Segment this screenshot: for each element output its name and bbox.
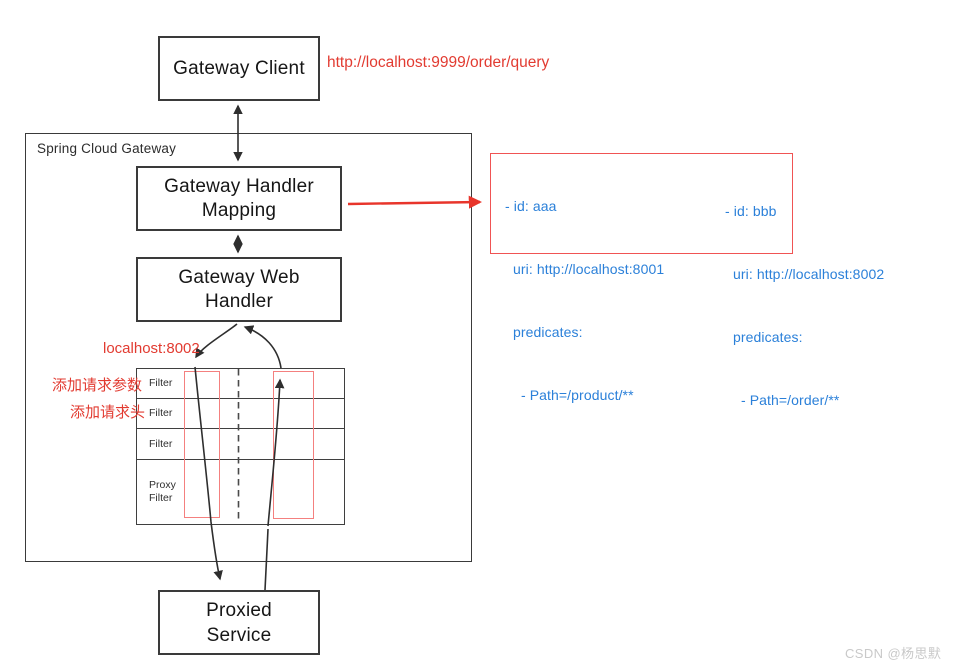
gateway-handler-mapping-node: Gateway Handler Mapping bbox=[136, 166, 342, 231]
forward-host-label: localhost:8002 bbox=[103, 340, 200, 357]
route-config-line: uri: http://localhost:8002 bbox=[725, 266, 885, 282]
filter-row: Filter bbox=[137, 429, 344, 460]
route-config-line: predicates: bbox=[505, 324, 583, 340]
filter-row-label: Filter bbox=[149, 377, 173, 389]
client-request-url: http://localhost:9999/order/query bbox=[327, 54, 550, 71]
watermark: CSDN @杨思默 bbox=[845, 646, 942, 661]
add-request-params-label: 添加请求参数 bbox=[52, 377, 143, 394]
gateway-client-node: Gateway Client bbox=[158, 36, 320, 101]
add-request-header-label: 添加请求头 bbox=[70, 404, 146, 421]
filter-chain-table: Filter Filter Filter Proxy Filter bbox=[136, 368, 345, 525]
route-config-bbb: - id: bbb uri: http://localhost:8002 pre… bbox=[725, 159, 884, 453]
gateway-web-handler-node: Gateway Web Handler bbox=[136, 257, 342, 322]
filter-row-label: Filter bbox=[149, 437, 173, 450]
request-filter-highlight-rect bbox=[184, 371, 220, 518]
gateway-client-label: Gateway Client bbox=[173, 57, 305, 79]
gateway-web-handler-label: Gateway Web Handler bbox=[178, 266, 300, 312]
route-config-box bbox=[490, 153, 793, 254]
route-config-line: - id: bbb bbox=[725, 203, 777, 219]
proxy-filter-row: Proxy Filter bbox=[137, 460, 344, 524]
response-filter-highlight-rect bbox=[273, 371, 314, 519]
filter-row: Filter bbox=[137, 369, 344, 399]
route-config-line: - id: aaa bbox=[505, 198, 557, 214]
filter-row: Filter bbox=[137, 399, 344, 429]
gateway-handler-mapping-label: Gateway Handler Mapping bbox=[164, 175, 314, 221]
proxy-filter-row-label: Proxy Filter bbox=[149, 479, 176, 504]
filter-row-label: Filter bbox=[149, 407, 173, 419]
route-config-line: predicates: bbox=[725, 329, 803, 345]
spring-cloud-gateway-label: Spring Cloud Gateway bbox=[37, 141, 177, 156]
route-config-line: - Path=/product/** bbox=[505, 387, 634, 403]
proxied-service-label: Proxied Service bbox=[206, 599, 272, 646]
route-config-line: uri: http://localhost:8001 bbox=[505, 261, 665, 277]
proxied-service-node: Proxied Service bbox=[158, 590, 320, 655]
route-config-aaa: - id: aaa uri: http://localhost:8001 pre… bbox=[505, 154, 664, 448]
route-config-line: - Path=/order/** bbox=[725, 392, 840, 408]
